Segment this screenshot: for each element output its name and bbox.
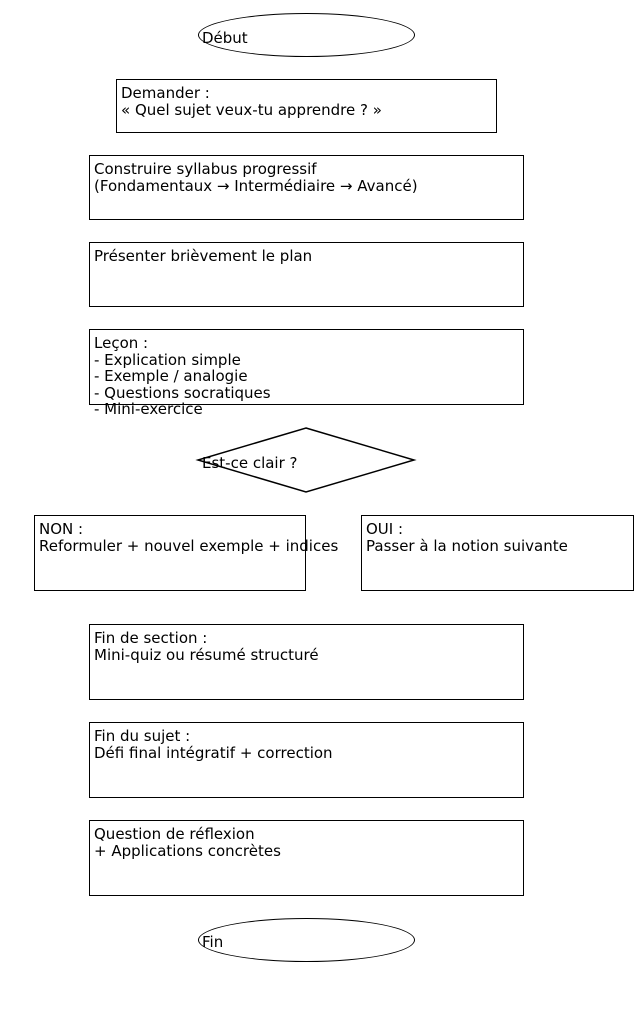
section-end-title: Fin de section : [94, 629, 208, 647]
yes-branch-title: OUI : [366, 520, 404, 538]
topic-end-title: Fin du sujet : [94, 727, 191, 745]
plan-text: Présenter brièvement le plan [94, 247, 313, 265]
reflection-title: Question de réflexion [94, 825, 255, 843]
reflection-box [89, 820, 524, 896]
no-branch-text: Reformuler + nouvel exemple + indices [39, 536, 339, 555]
lesson-item-questions: - Questions socratiques [94, 383, 271, 402]
yes-branch-box [361, 515, 634, 591]
syllabus-box [89, 155, 524, 220]
syllabus-levels: (Fondamentaux → Intermédiaire → Avancé) [94, 176, 418, 195]
end-oval [198, 918, 415, 962]
lesson-item-explanation: - Explication simple [94, 350, 241, 369]
lesson-item-example: - Exemple / analogie [94, 367, 248, 385]
lesson-box [89, 329, 524, 405]
topic-end-text: Défi final intégratif + correction [94, 743, 333, 762]
decision-label: Est-ce clair ? [202, 454, 298, 472]
no-branch-title: NON : [39, 520, 84, 538]
topic-end-box [89, 722, 524, 798]
section-end-box [89, 624, 524, 700]
end-label: Fin [202, 933, 224, 951]
start-label: Début [202, 29, 248, 47]
lesson-item-exercise: - Mini-exercice [94, 400, 203, 418]
syllabus-title: Construire syllabus progressif [94, 160, 317, 178]
yes-branch-text: Passer à la notion suivante [366, 536, 568, 555]
plan-box [89, 242, 524, 307]
ask-box [116, 79, 497, 133]
ask-question: « Quel sujet veux-tu apprendre ? » [121, 100, 382, 119]
ask-title: Demander : [121, 84, 210, 102]
no-branch-box [34, 515, 306, 591]
section-end-text: Mini-quiz ou résumé structuré [94, 645, 319, 664]
reflection-text: + Applications concrètes [94, 841, 281, 860]
lesson-title: Leçon : [94, 334, 149, 352]
start-oval [198, 13, 415, 57]
